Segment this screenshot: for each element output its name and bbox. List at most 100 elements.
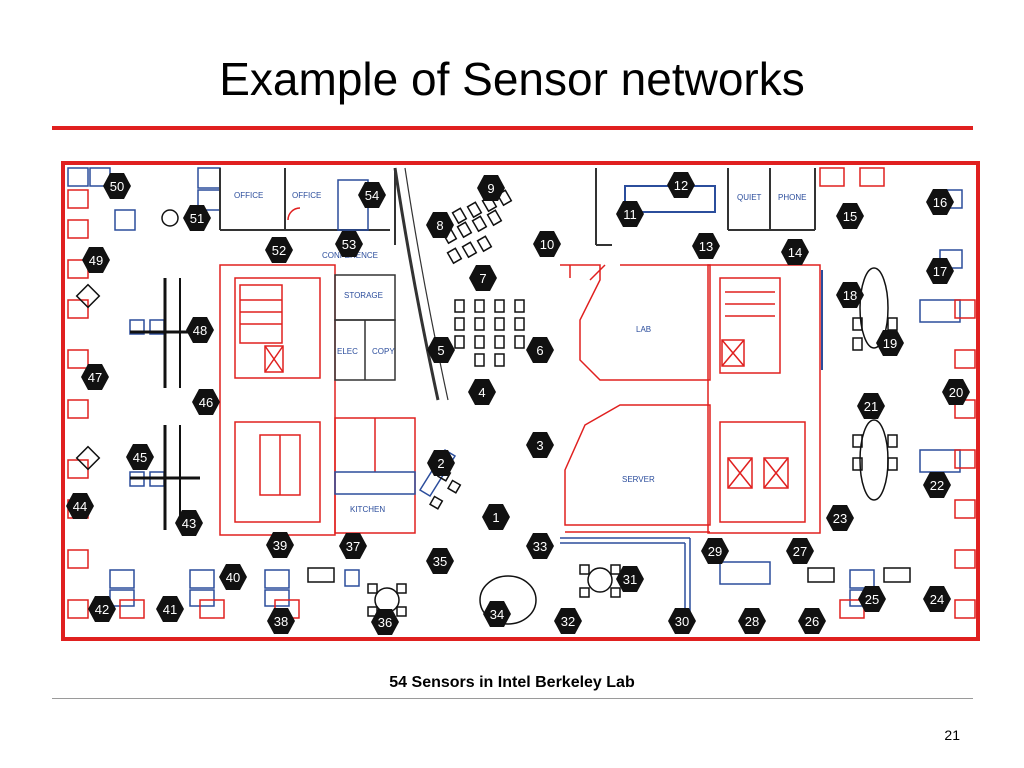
sensor-44: 44 [66, 493, 94, 519]
svg-text:52: 52 [272, 243, 286, 258]
sensor-3: 3 [526, 432, 554, 458]
sensor-32: 32 [554, 608, 582, 634]
slide-title: Example of Sensor networks [219, 53, 805, 105]
sensor-52: 52 [265, 237, 293, 263]
sensor-20: 20 [942, 379, 970, 405]
svg-text:23: 23 [833, 511, 847, 526]
svg-text:2: 2 [437, 456, 444, 471]
sensor-11: 11 [616, 201, 644, 227]
sensor-49: 49 [82, 247, 110, 273]
sensor-7: 7 [469, 265, 497, 291]
sensor-35: 35 [426, 548, 454, 574]
quiet-label: QUIET [737, 193, 762, 202]
sensor-8: 8 [426, 212, 454, 238]
svg-text:10: 10 [540, 237, 554, 252]
svg-text:30: 30 [675, 614, 689, 629]
west-cubicle-clusters [130, 278, 200, 530]
svg-text:51: 51 [190, 211, 204, 226]
sensor-46: 46 [192, 389, 220, 415]
sensor-30: 30 [668, 608, 696, 634]
svg-text:42: 42 [95, 602, 109, 617]
svg-text:37: 37 [346, 539, 360, 554]
sensor-53: 53 [335, 231, 363, 257]
svg-text:28: 28 [745, 614, 759, 629]
svg-text:41: 41 [163, 602, 177, 617]
office-label-1: OFFICE [234, 191, 263, 200]
footer-divider [52, 698, 973, 699]
sensor-37: 37 [339, 533, 367, 559]
svg-text:44: 44 [73, 499, 87, 514]
svg-text:14: 14 [788, 245, 802, 260]
svg-text:18: 18 [843, 288, 857, 303]
storage-copy-rooms: STORAGE ELEC COPY [334, 167, 449, 401]
sensor-31: 31 [616, 566, 644, 592]
elec-label: ELEC [337, 347, 358, 356]
sensor-17: 17 [926, 258, 954, 284]
svg-text:1: 1 [492, 510, 499, 525]
svg-text:5: 5 [437, 343, 444, 358]
sensor-24: 24 [923, 586, 951, 612]
svg-text:31: 31 [623, 572, 637, 587]
sensor-18: 18 [836, 282, 864, 308]
sensor-6: 6 [526, 337, 554, 363]
sensor-5: 5 [427, 337, 455, 363]
lab-label: LAB [636, 325, 651, 334]
svg-text:16: 16 [933, 195, 947, 210]
sensor-28: 28 [738, 608, 766, 634]
svg-text:22: 22 [930, 478, 944, 493]
svg-text:33: 33 [533, 539, 547, 554]
svg-text:45: 45 [133, 450, 147, 465]
east-core [707, 264, 821, 534]
svg-text:4: 4 [478, 385, 485, 400]
sensor-34: 34 [483, 601, 511, 627]
svg-text:39: 39 [273, 538, 287, 553]
svg-text:20: 20 [949, 385, 963, 400]
svg-text:43: 43 [182, 516, 196, 531]
svg-text:9: 9 [487, 181, 494, 196]
svg-text:25: 25 [865, 592, 879, 607]
kitchen-label: KITCHEN [350, 505, 385, 514]
svg-text:54: 54 [365, 188, 379, 203]
svg-text:8: 8 [436, 218, 443, 233]
sensor-12: 12 [667, 172, 695, 198]
sensor-47: 47 [81, 364, 109, 390]
svg-text:36: 36 [378, 615, 392, 630]
sensor-40: 40 [219, 564, 247, 590]
sensor-25: 25 [858, 586, 886, 612]
sensor-50: 50 [103, 173, 131, 199]
sensor-39: 39 [266, 532, 294, 558]
sensor-36: 36 [371, 609, 399, 635]
office-label-2: OFFICE [292, 191, 321, 200]
svg-text:7: 7 [479, 271, 486, 286]
svg-text:26: 26 [805, 614, 819, 629]
svg-text:53: 53 [342, 237, 356, 252]
svg-text:48: 48 [193, 323, 207, 338]
svg-text:27: 27 [793, 544, 807, 559]
svg-text:6: 6 [536, 343, 543, 358]
svg-text:3: 3 [536, 438, 543, 453]
sensor-13: 13 [692, 233, 720, 259]
svg-text:21: 21 [864, 399, 878, 414]
sensor-43: 43 [175, 510, 203, 536]
open-area-chairs [429, 189, 525, 510]
sensor-21: 21 [857, 393, 885, 419]
sensor-27: 27 [786, 538, 814, 564]
figure-caption: 54 Sensors in Intel Berkeley Lab [389, 674, 635, 691]
svg-text:35: 35 [433, 554, 447, 569]
svg-text:11: 11 [623, 207, 637, 222]
sensor-22: 22 [923, 472, 951, 498]
svg-text:32: 32 [561, 614, 575, 629]
floor-plan-diagram: OFFICE OFFICE CONFERENCE QUIET PHONE STO… [61, 161, 980, 641]
phone-label: PHONE [778, 193, 806, 202]
svg-text:47: 47 [88, 370, 102, 385]
sensor-23: 23 [826, 505, 854, 531]
sensor-10: 10 [533, 231, 561, 257]
svg-text:15: 15 [843, 209, 857, 224]
svg-text:50: 50 [110, 179, 124, 194]
storage-label: STORAGE [344, 291, 383, 300]
sensor-45: 45 [126, 444, 154, 470]
sensor-15: 15 [836, 203, 864, 229]
svg-text:13: 13 [699, 239, 713, 254]
svg-text:40: 40 [226, 570, 240, 585]
svg-text:38: 38 [274, 614, 288, 629]
